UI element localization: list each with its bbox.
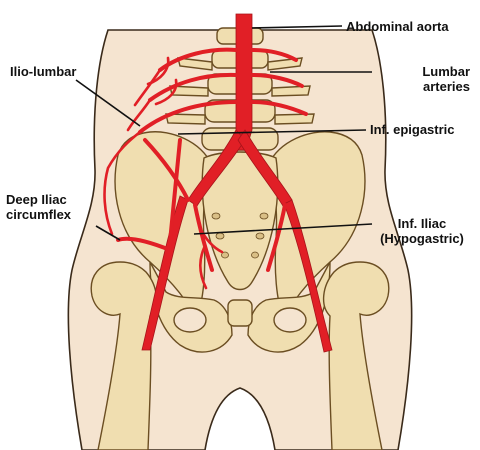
- right-femur: [323, 261, 390, 450]
- pubic-symphysis: [227, 299, 253, 327]
- inf-iliac-hypogastric-label: Inf. Iliac (Hypogastric): [380, 216, 464, 246]
- leader-lines: [75, 25, 373, 241]
- deep-iliac-circumflex-label: Deep Iliac circumflex: [6, 192, 72, 222]
- left-femur: [90, 261, 157, 450]
- arterial-tree: [103, 13, 333, 353]
- right-obturator-foramen: [273, 307, 307, 333]
- left-ilium: [114, 131, 213, 322]
- ilio-lumbar-label: Ilio-lumbar: [10, 64, 77, 79]
- abdominal-aorta-label: Abdominal aorta: [346, 19, 449, 34]
- inf-epigastric-label: Inf. epigastric: [370, 122, 455, 137]
- lumbar-arteries-label: Lumbar arteries: [422, 64, 470, 94]
- right-ilium: [267, 131, 366, 322]
- left-pubis: [149, 261, 233, 353]
- left-obturator-foramen: [173, 307, 207, 333]
- sacral-foramina: [211, 212, 269, 259]
